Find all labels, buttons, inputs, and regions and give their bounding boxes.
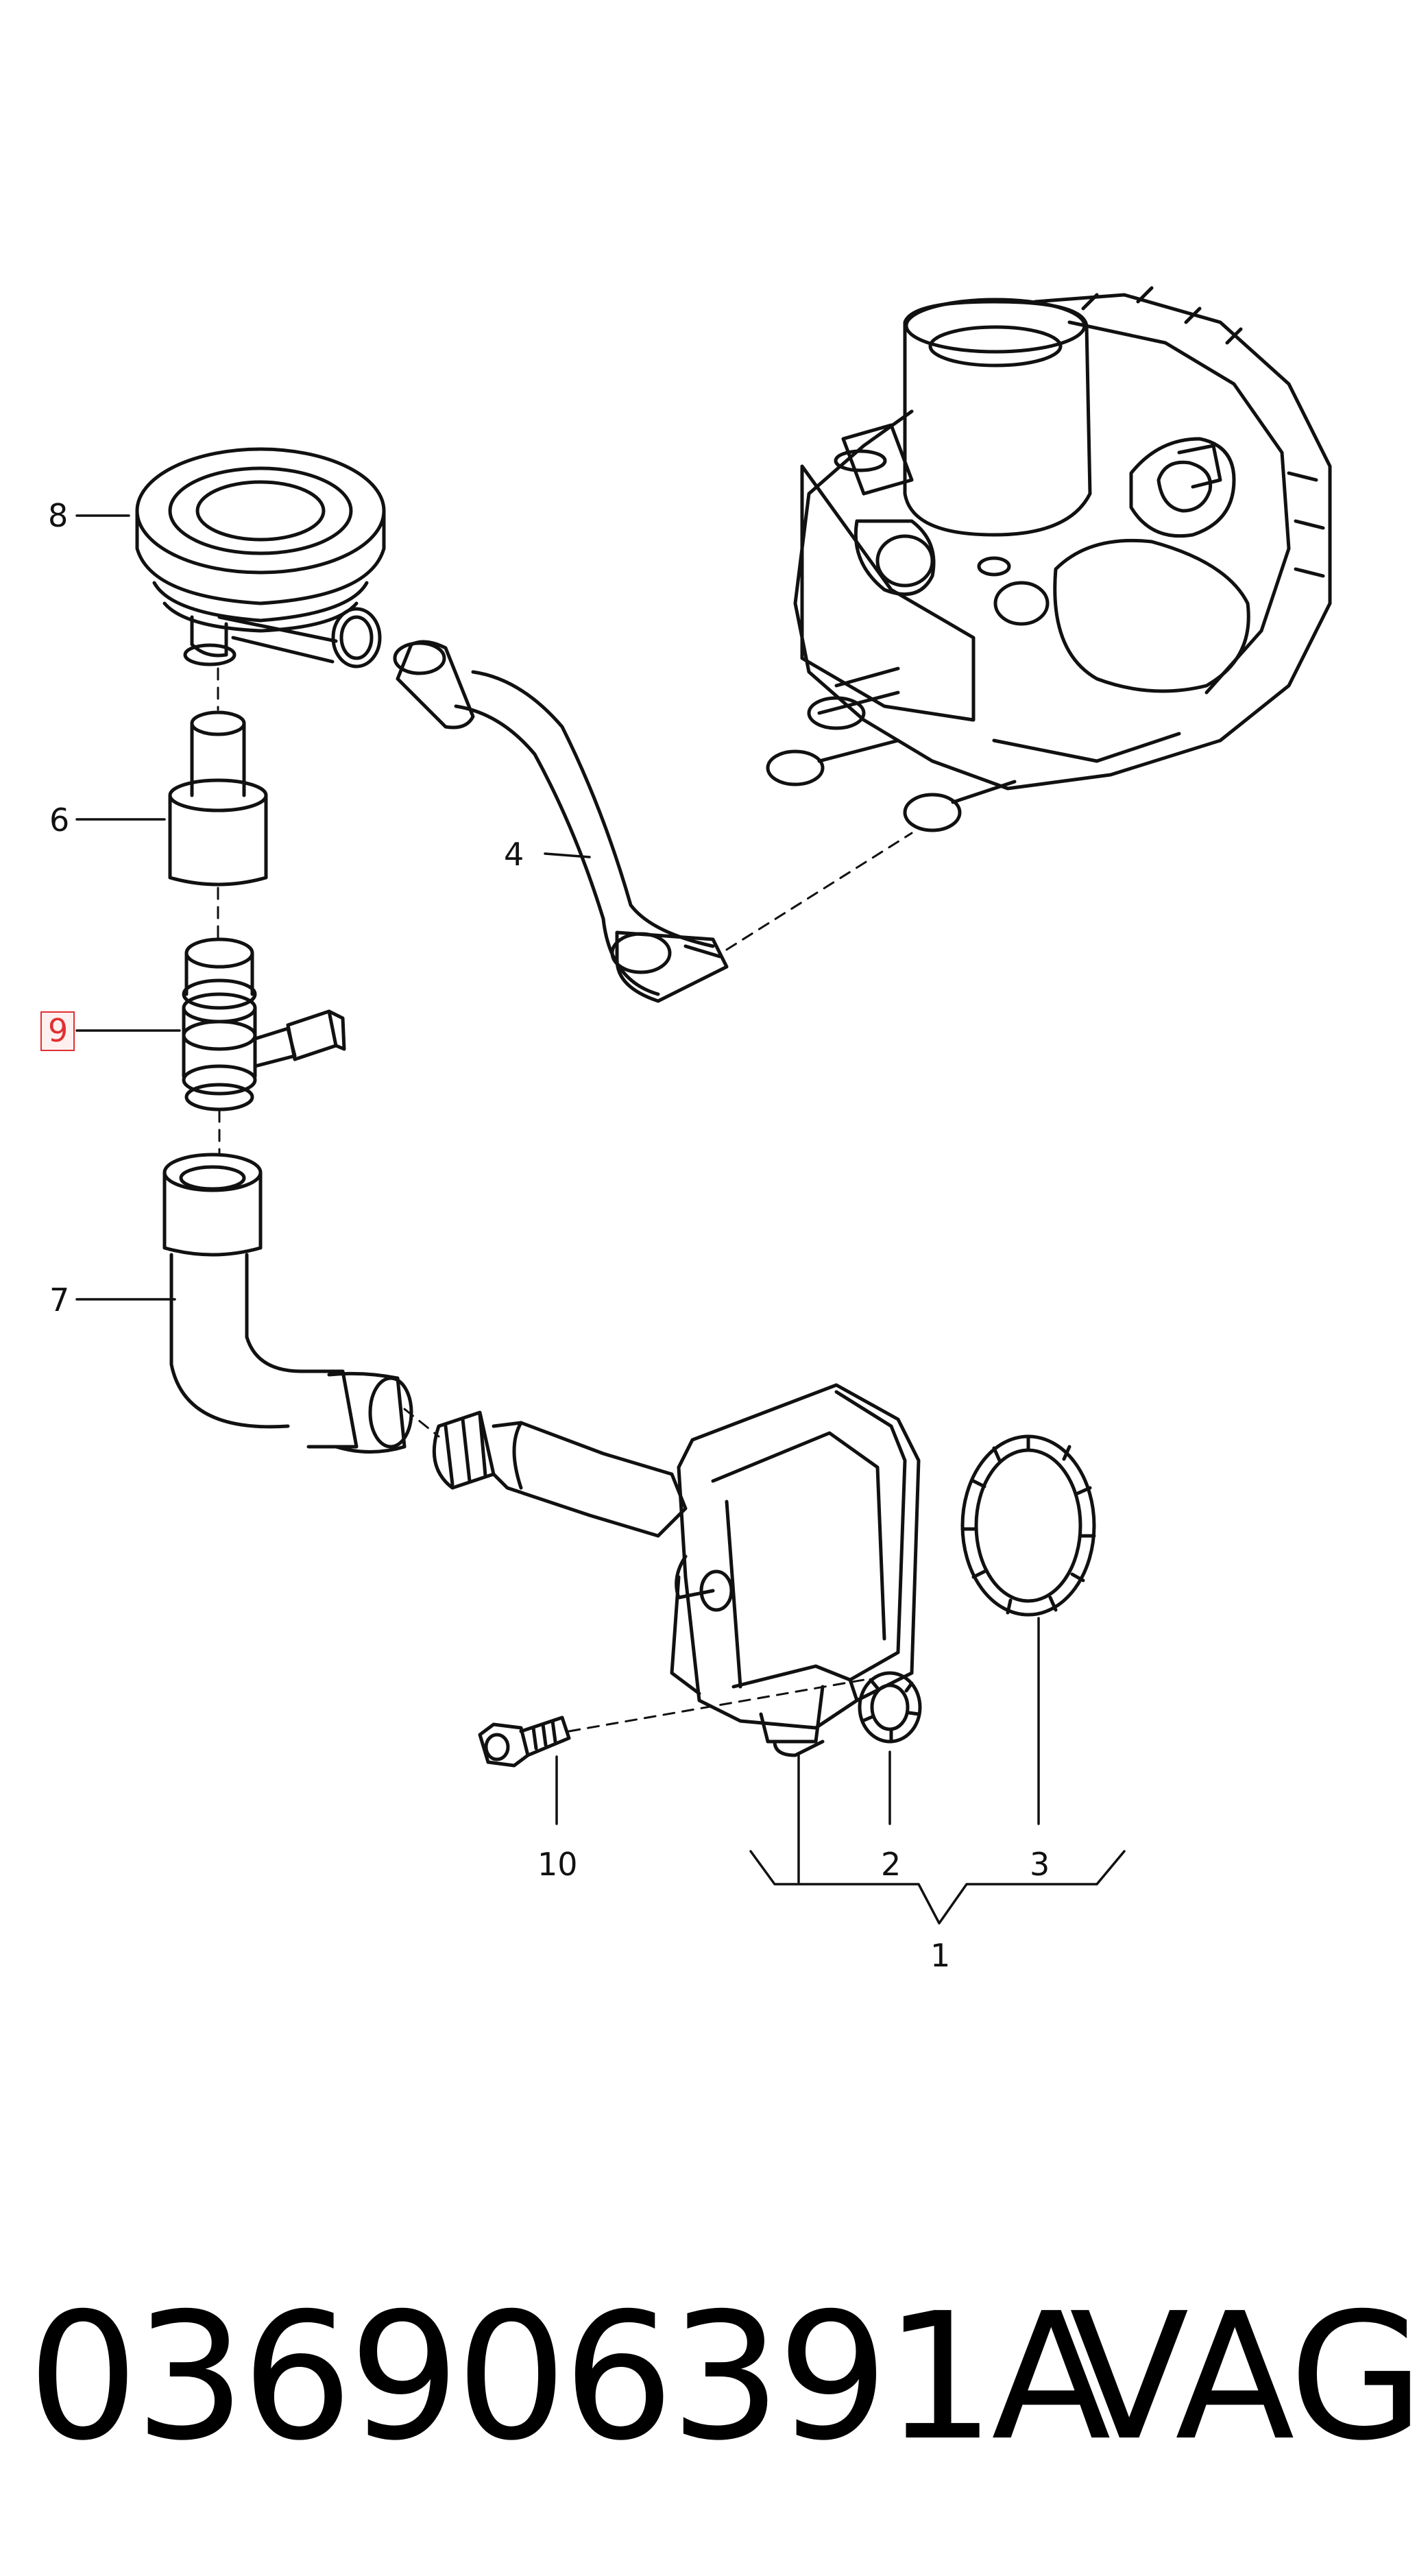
part-4-hose-drawing (393, 640, 729, 1003)
callout-9[interactable]: 9 (48, 1012, 68, 1049)
callout-9-highlight-box (40, 1011, 75, 1051)
part-7-hose-drawing (162, 1153, 413, 1454)
callout-4[interactable]: 4 (504, 836, 524, 873)
part-6-hose-drawing (168, 710, 268, 887)
part-1-separator-drawing (432, 1383, 921, 1757)
callout-10[interactable]: 10 (537, 1846, 578, 1883)
callout-8[interactable]: 8 (48, 497, 68, 534)
part-number: 036906391A (27, 2276, 1111, 2479)
callout-2[interactable]: 2 (881, 1846, 901, 1883)
brand-name: VAG (1069, 2276, 1417, 2479)
part-9-connector-drawing (182, 937, 346, 1111)
part-2-washer-drawing (858, 1671, 922, 1744)
part-8-cap-drawing (135, 447, 386, 669)
callout-6[interactable]: 6 (49, 802, 69, 839)
assembly-center-lines (217, 667, 913, 1733)
part-3-gasket-drawing (960, 1434, 1096, 1617)
leader-lines (75, 514, 1126, 1925)
part-10-bolt-drawing (478, 1716, 571, 1768)
callout-1[interactable]: 1 (930, 1937, 950, 1974)
callout-3[interactable]: 3 (1030, 1846, 1050, 1883)
callout-labels: 8 6 4 9 7 10 2 3 1 (40, 497, 1050, 1974)
callout-7[interactable]: 7 (49, 1281, 69, 1319)
throttle-body-drawing (766, 286, 1332, 832)
